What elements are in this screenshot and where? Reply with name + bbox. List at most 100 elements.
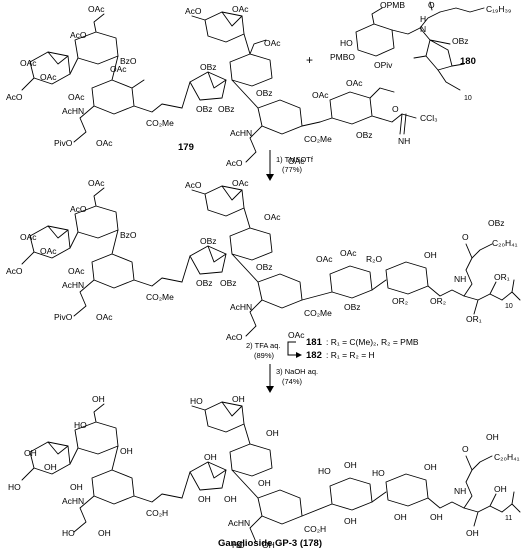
- label-aco-3: AcO: [6, 92, 23, 102]
- label-ho-8: HO: [372, 468, 385, 478]
- compound-180-label: 180: [460, 56, 476, 67]
- label-or1-2: OR₁: [466, 314, 482, 324]
- reaction-arrow-3: [266, 364, 274, 393]
- label-n10-2: 10: [505, 303, 513, 310]
- label-aco-6: AcO: [70, 204, 87, 214]
- label-c20h41-2: C₂₀H₄₁: [494, 452, 520, 462]
- label-oh-22: OH: [466, 528, 479, 538]
- label-obz-11: OBz: [344, 302, 361, 312]
- label-aco-5: AcO: [185, 180, 202, 190]
- label-oac-3: OAc: [20, 58, 37, 68]
- label-obz-8: OBz: [256, 262, 273, 272]
- label-oh-8: OH: [98, 528, 111, 538]
- step3-yield: (74%): [282, 377, 303, 386]
- label-oac-21: OAc: [340, 248, 357, 258]
- label-oh-15: OH: [344, 460, 357, 470]
- label-aco-4: AcO: [226, 158, 243, 168]
- label-n11: 11: [505, 515, 512, 522]
- label-ho-1: HO: [340, 38, 353, 48]
- compound-182-label: 182: [306, 350, 322, 361]
- label-oh-2: OH: [232, 394, 245, 404]
- label-o-3: O: [462, 232, 469, 242]
- plus-sign: +: [306, 53, 313, 67]
- label-n-1: N: [420, 24, 426, 34]
- label-obz-5: OBz: [356, 130, 373, 140]
- label-oh-1: OH: [424, 250, 437, 260]
- label-oh-14: OH: [262, 540, 275, 550]
- label-nh-1: NH: [398, 136, 410, 146]
- label-aco-2: AcO: [70, 30, 87, 40]
- label-oac-8: OAc: [264, 38, 281, 48]
- label-oh-3: OH: [92, 394, 105, 404]
- label-oh-19: OH: [430, 512, 443, 522]
- label-ho-7: HO: [318, 466, 331, 476]
- label-h-1: H: [420, 14, 426, 24]
- label-oh-18: OH: [394, 512, 407, 522]
- label-oh-21: OH: [494, 484, 507, 494]
- label-bzo-1: BzO: [120, 56, 137, 66]
- label-oac-7: OAc: [96, 138, 113, 148]
- label-bzo-2: BzO: [120, 230, 137, 240]
- label-oh-11: OH: [258, 478, 271, 488]
- label-c19h39: C₁₉H₃₉: [486, 4, 511, 14]
- label-oac-5: OAc: [68, 92, 85, 102]
- label-oh-4: OH: [120, 446, 133, 456]
- label-achn-5: AcHN: [62, 496, 84, 506]
- label-pivo-2: PivO: [54, 312, 73, 322]
- label-oac-12: OAc: [232, 178, 249, 188]
- label-oac-6: OAc: [110, 64, 127, 74]
- label-obz-1: OBz: [200, 62, 217, 72]
- label-opmb-1: OPMB: [380, 0, 405, 10]
- label-nh-2: NH: [454, 274, 466, 284]
- label-obz-6: OBz: [452, 36, 469, 46]
- label-oh-17: OH: [424, 462, 437, 472]
- label-oh-16: OH: [344, 516, 357, 526]
- label-o-1: O: [392, 104, 399, 114]
- label-ho-5: HO: [62, 528, 75, 538]
- label-aco-1: AcO: [185, 6, 202, 16]
- label-oac-17: OAc: [96, 312, 113, 322]
- label-oac-11: OAc: [346, 78, 363, 88]
- label-oh-10: OH: [204, 452, 217, 462]
- label-ho-4: HO: [8, 482, 21, 492]
- label-oh-7: OH: [70, 482, 83, 492]
- label-co2h-2: CO₂H: [304, 524, 326, 534]
- compound-179-label: 179: [178, 142, 194, 153]
- label-oh-6: OH: [44, 462, 57, 472]
- definition-182: : R₁ = R₂ = H: [326, 350, 375, 360]
- step3-reagent: 3) NaOH aq.: [276, 367, 318, 376]
- label-ccl3: CCl₃: [420, 113, 438, 123]
- label-oh-12: OH: [198, 494, 211, 504]
- label-achn-4: AcHN: [230, 302, 252, 312]
- intermediate-labels: AcO OAc OAc AcO BzO OAc OAc AcO OAc AcHN…: [6, 178, 518, 342]
- label-o-4: O: [462, 444, 469, 454]
- label-or2-2: OR₂: [430, 296, 446, 306]
- label-oac-15: OAc: [40, 246, 57, 256]
- label-r2o-1: R₂O: [366, 254, 382, 264]
- label-obz-7: OBz: [200, 236, 217, 246]
- label-ho-2: HO: [190, 396, 203, 406]
- label-oh-5: OH: [24, 448, 37, 458]
- label-o-2: O: [428, 0, 435, 10]
- label-achn-6: AcHN: [228, 518, 250, 528]
- label-or1-1: OR₁: [494, 272, 510, 282]
- label-oac-19: OAc: [288, 330, 305, 340]
- label-oac-16: OAc: [68, 266, 85, 276]
- label-oh-13: OH: [224, 494, 237, 504]
- intermediate-structure: [21, 185, 521, 337]
- label-oac-1: OAc: [232, 4, 249, 14]
- step2-yield: (89%): [254, 351, 275, 360]
- label-oac-20: OAc: [316, 254, 333, 264]
- final-structure: [21, 401, 521, 543]
- final-labels: HO OH OH HO OH OH OH HO OH AcHN HO OH CO…: [8, 394, 520, 550]
- step1-yield: (77%): [282, 165, 303, 174]
- label-aco-8: AcO: [226, 332, 243, 342]
- step1-reagent: 1) TMSOTf: [276, 155, 314, 164]
- label-pmbo-1: PMBO: [330, 52, 355, 62]
- reaction-arrow-2: [287, 341, 302, 358]
- label-oh-9: OH: [266, 428, 279, 438]
- label-nh-3: NH: [454, 486, 466, 496]
- label-co2me-3: CO₂Me: [146, 292, 174, 302]
- label-oh-20: OH: [486, 432, 499, 442]
